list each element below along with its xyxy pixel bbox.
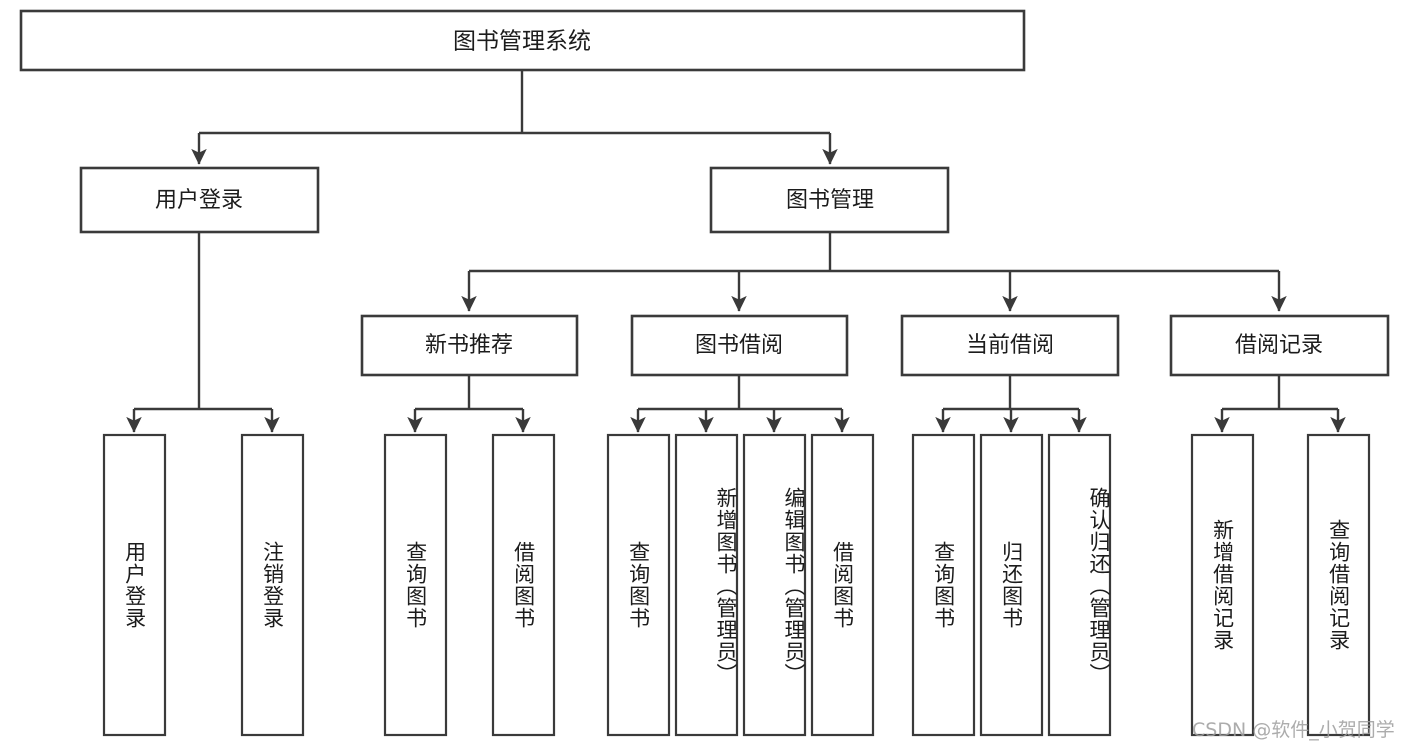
leaf-edit-book-box[interactable] — [742, 433, 807, 737]
leaf-borrow-book-1-box[interactable] — [491, 433, 556, 737]
leaf-boxes — [102, 433, 1371, 737]
node-book-management[interactable]: 图书管理 — [709, 166, 950, 234]
node-current-borrow-label: 当前借阅 — [966, 333, 1054, 358]
leaf-return-book-box[interactable] — [979, 433, 1044, 737]
csdn-watermark: CSDN @软件_小贺同学 — [1192, 719, 1395, 741]
node-new-book-recommend[interactable]: 新书推荐 — [360, 314, 579, 377]
node-current-borrow-box[interactable] — [900, 314, 1120, 377]
node-book-management-box[interactable] — [709, 166, 950, 234]
leaf-add-record-box[interactable] — [1190, 433, 1255, 737]
node-root[interactable]: 图书管理系统 — [19, 9, 1026, 72]
node-borrow-record-box[interactable] — [1169, 314, 1390, 377]
leaf-confirm-return-box[interactable] — [1047, 433, 1112, 737]
node-root-box[interactable] — [19, 9, 1026, 72]
edges-current-borrow-to-leaves — [935, 375, 1087, 433]
leaf-query-book-1-box[interactable] — [383, 433, 448, 737]
leaf-query-book-2-box[interactable] — [606, 433, 671, 737]
leaf-user-login-box[interactable] — [102, 433, 167, 737]
edges-new-book-recommend-to-leaves — [407, 375, 531, 433]
node-borrow-record[interactable]: 借阅记录 — [1169, 314, 1390, 377]
node-book-borrow-box[interactable] — [630, 314, 849, 377]
node-user-login[interactable]: 用户登录 — [79, 166, 320, 234]
leaf-borrow-book-2-box[interactable] — [810, 433, 875, 737]
node-book-management-label: 图书管理 — [786, 188, 874, 213]
node-new-book-recommend-label: 新书推荐 — [425, 333, 513, 358]
node-user-login-box[interactable] — [79, 166, 320, 234]
node-user-login-label: 用户登录 — [155, 188, 243, 213]
node-root-label: 图书管理系统 — [453, 29, 591, 55]
leaf-add-book-box[interactable] — [674, 433, 739, 737]
edges-root-to-level2 — [191, 70, 838, 165]
edges-user-login-to-leaves — [126, 232, 280, 433]
node-borrow-record-label: 借阅记录 — [1235, 333, 1323, 358]
node-current-borrow[interactable]: 当前借阅 — [900, 314, 1120, 377]
leaf-user-logout-box[interactable] — [240, 433, 305, 737]
edges-book-borrow-to-leaves — [630, 375, 850, 433]
leaf-query-book-3-box[interactable] — [911, 433, 976, 737]
leaf-query-record-box[interactable] — [1306, 433, 1371, 737]
node-book-borrow[interactable]: 图书借阅 — [630, 314, 849, 377]
edges-borrow-record-to-leaves — [1214, 375, 1346, 433]
edges-book-management-to-level3 — [461, 232, 1287, 312]
node-book-borrow-label: 图书借阅 — [695, 333, 783, 358]
node-new-book-recommend-box[interactable] — [360, 314, 579, 377]
